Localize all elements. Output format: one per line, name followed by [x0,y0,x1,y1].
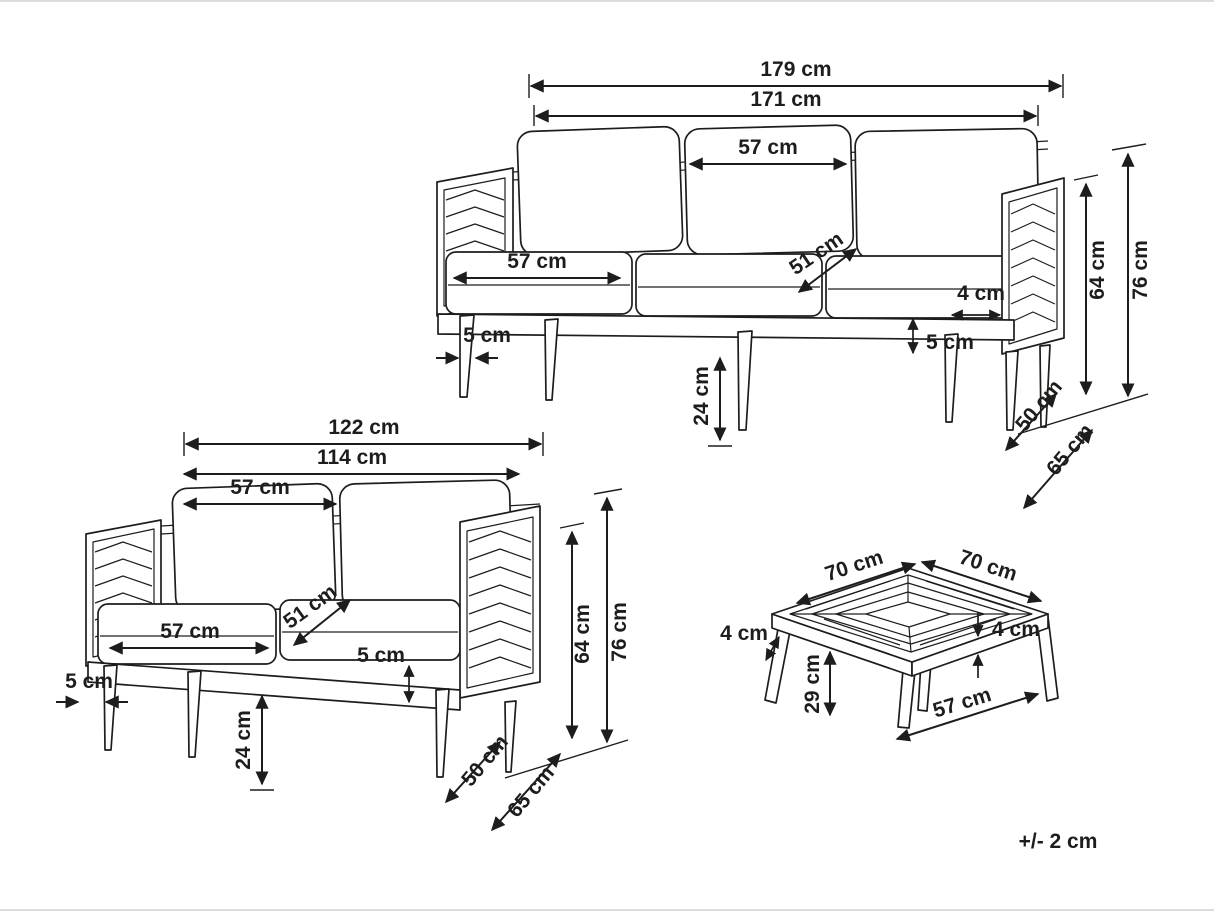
dim-sofa3-seat-cushion-width: 57 cm [452,250,622,285]
dim-label-table-top-thickness-right: 4 cm [992,618,1040,641]
dim-label-sofa2-seat-height: 50 cm [457,731,513,791]
dim-label-sofa2-overall-width: 122 cm [328,416,399,439]
dim-sofa2-armrest-height: 64 cm [559,522,594,740]
dim-sofa3-leg-height: 24 cm [690,356,732,447]
leg [897,669,916,729]
leg [737,330,753,431]
dim-sofa3-inner-width: 171 cm [533,88,1039,126]
dim-table-top-thickness-right: 4 cm [972,612,1040,678]
dim-sofa2-cushion-thickness: 5 cm [357,644,415,704]
dim-sofa2-seat-cushion-width: 57 cm [108,620,270,655]
dim-label-sofa2-seat-cushion-width: 57 cm [160,620,220,643]
leg [504,700,517,773]
leg [944,333,959,423]
dim-table-top-thickness-left: 4 cm [720,622,780,662]
dim-label-sofa3-overall-height: 76 cm [1129,240,1152,300]
dim-label-table-top-edge-right: 70 cm [956,546,1020,586]
back-cushion [516,125,684,257]
dim-label-sofa3-back-cushion-width: 57 cm [738,136,798,159]
dim-label-table-top-thickness-left: 4 cm [720,622,768,645]
dim-label-table-leg-height: 29 cm [801,654,824,714]
dim-label-sofa3-frame-gap: 4 cm [957,282,1005,305]
dim-label-sofa3-leg-height: 24 cm [690,366,713,426]
dim-sofa3-cushion-thickness: 5 cm [907,317,974,355]
sofa-two-seater: 122 cm 114 cm 57 cm 51 cm 57 cm 5 cm 5 c… [56,416,631,832]
sofa-three-seater: 179 cm 171 cm 57 cm 57 cm 51 cm 4 cm 5 c… [436,58,1152,510]
sofa-two-seater-drawing [85,479,541,778]
dim-sofa2-inner-width: 114 cm [182,446,521,481]
leg [187,670,202,758]
dim-label-table-top-diagonal: 57 cm [930,683,994,722]
dim-sofa2-overall-width: 122 cm [183,416,544,456]
dim-sofa2-depth: 65 cm [490,752,562,832]
dim-label-sofa3-seat-cushion-width: 57 cm [507,250,567,273]
dim-sofa2-back-cushion-width: 57 cm [182,476,338,511]
dim-sofa3-armrest-thickness: 5 cm [436,324,511,365]
dim-label-sofa3-cushion-thickness: 5 cm [926,331,974,354]
front-rail [87,661,461,711]
dim-label-sofa2-leg-height: 24 cm [232,710,255,770]
dim-label-sofa3-armrest-height: 64 cm [1086,240,1109,300]
leg [435,688,450,778]
dim-sofa3-depth: 65 cm [1023,420,1098,510]
leg [459,314,475,398]
front-rail [437,313,1015,341]
dim-sofa3-overall-height: 76 cm [1017,143,1152,435]
dim-label-sofa2-armrest-thickness: 5 cm [65,670,113,693]
dim-sofa2-armrest-thickness: 5 cm [56,670,128,709]
armrest-right [459,505,541,699]
dim-table-top-diagonal: 57 cm [895,683,1040,742]
dim-label-sofa2-back-cushion-width: 57 cm [230,476,290,499]
leg [544,318,559,401]
dim-label-sofa2-inner-width: 114 cm [317,446,387,469]
tolerance-note: +/- 2 cm [1019,830,1098,853]
coffee-table: 70 cm 70 cm 4 cm 4 cm 29 cm 57 cm [720,546,1059,742]
dim-sofa3-back-cushion-width: 57 cm [688,136,848,171]
dim-label-sofa3-depth: 65 cm [1042,420,1098,480]
dim-label-sofa2-armrest-height: 64 cm [571,604,594,664]
dim-label-sofa3-armrest-thickness: 5 cm [463,324,511,347]
dim-sofa2-overall-height: 76 cm [504,488,631,779]
seat-cushions [445,251,1015,319]
dim-sofa3-overall-width: 179 cm [528,58,1064,98]
dim-label-sofa2-cushion-thickness: 5 cm [357,644,405,667]
dim-sofa2-seat-height: 50 cm [444,731,513,804]
dim-table-leg-height: 29 cm [801,650,837,717]
dim-sofa3-armrest-height: 64 cm [1073,174,1109,396]
dim-sofa3-frame-gap: 4 cm [950,282,1005,321]
dim-sofa2-leg-height: 24 cm [232,694,274,791]
dim-label-sofa3-overall-width: 179 cm [760,58,831,81]
dim-label-sofa3-inner-width: 171 cm [750,88,821,111]
dim-label-sofa2-overall-height: 76 cm [608,602,631,662]
armrest-right [1001,177,1065,355]
